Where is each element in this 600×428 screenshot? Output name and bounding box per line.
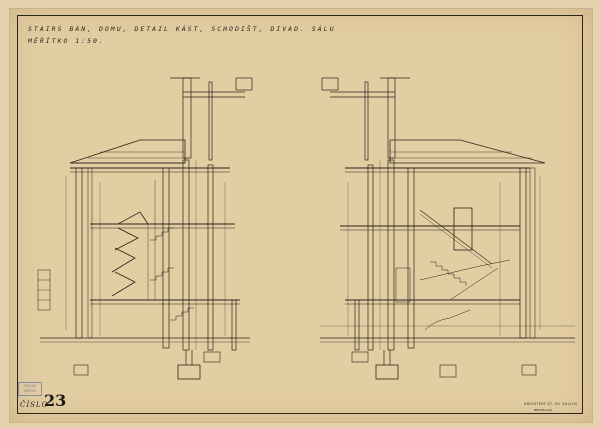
archive-stamp: ARCHIV MĚSTA (18, 382, 42, 396)
drawing-scale: MĚŘÍTKO 1:50. (28, 37, 105, 45)
left-section (37, 77, 253, 380)
drawing-frame (17, 15, 583, 414)
sheet-number: 23 (44, 391, 67, 410)
paper (9, 8, 593, 423)
right-section (320, 77, 575, 380)
archive-location: BRATISLAVA (534, 408, 552, 412)
archive-label: ARCHITEKT ŠT. SV. KALLOS (524, 402, 578, 406)
sheet-number-label: ČÍSLO (20, 401, 49, 409)
drawing-title: STAIRS BÁN, DOMU, DETAIL KÁST, SCHODIŠT,… (28, 25, 336, 33)
